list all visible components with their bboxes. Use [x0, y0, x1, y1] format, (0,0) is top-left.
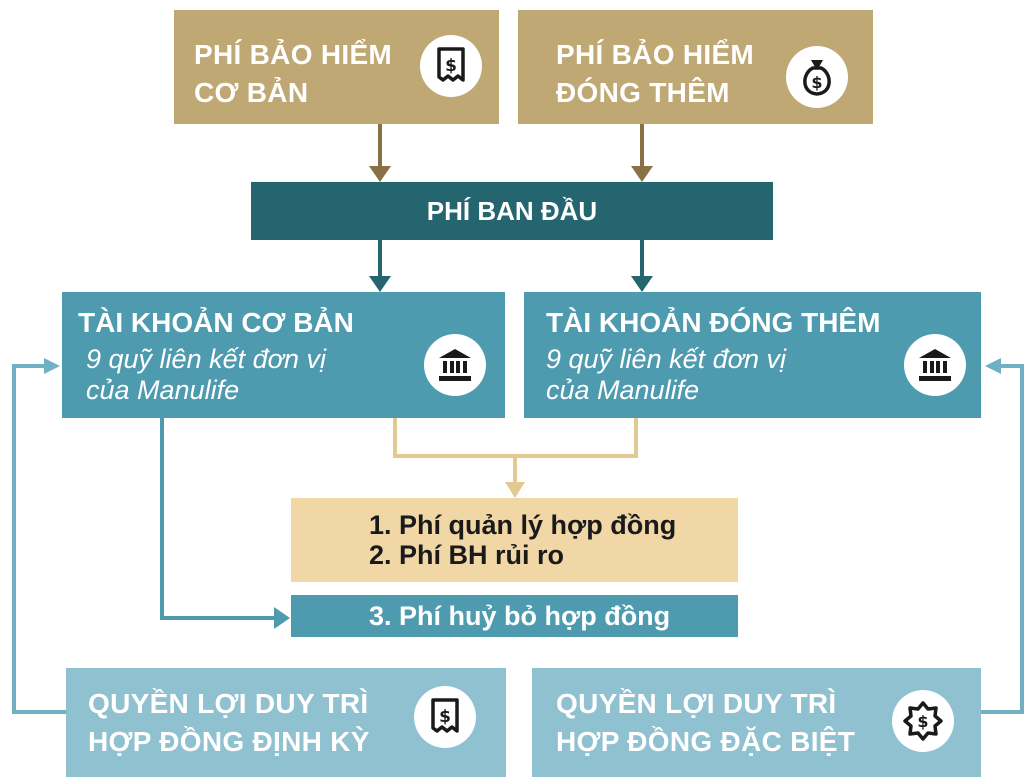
benefit-periodic-box: QUYỀN LỢI DUY TRÌ HỢP ĐỒNG ĐỊNH KỲ $ — [66, 668, 506, 777]
dollar-badge-icon: $ — [892, 690, 954, 752]
arrow-initial-to-account-basic — [369, 240, 391, 292]
account-extra-sub-line1: 9 quỹ liên kết đơn vị — [546, 344, 786, 374]
premium-extra-box: PHÍ BẢO HIỂM ĐÓNG THÊM $ — [518, 10, 873, 124]
money-bag-icon: $ — [786, 46, 848, 108]
benefit-periodic-line1: QUYỀN LỢI DUY TRÌ — [88, 688, 369, 719]
initial-fee-box: PHÍ BAN ĐẦU — [251, 182, 773, 240]
arrow-premium-extra-to-initial — [631, 124, 653, 182]
account-basic-title: TÀI KHOẢN CƠ BẢN — [78, 307, 354, 338]
premium-basic-box: PHÍ BẢO HIỂM CƠ BẢN $ — [174, 10, 499, 124]
svg-text:$: $ — [445, 56, 457, 76]
arrow-accounts-to-fees — [393, 418, 638, 498]
dollar-receipt-icon: $ — [420, 35, 482, 97]
arrow-benefit-periodic-to-account-basic — [12, 358, 66, 714]
svg-text:$: $ — [439, 707, 451, 727]
fee-item-management: 1. Phí quản lý hợp đồng — [369, 510, 677, 540]
bank-icon — [424, 334, 486, 396]
benefit-special-line2: HỢP ĐỒNG ĐẶC BIỆT — [556, 726, 856, 757]
account-basic-sub-line2: của Manulife — [86, 375, 240, 405]
fees-box: 1. Phí quản lý hợp đồng 2. Phí BH rủi ro — [291, 498, 738, 582]
arrow-initial-to-account-extra — [631, 240, 653, 292]
account-basic-box: TÀI KHOẢN CƠ BẢN 9 quỹ liên kết đơn vị c… — [62, 292, 505, 418]
account-extra-sub-line2: của Manulife — [546, 375, 700, 405]
fee-item-risk: 2. Phí BH rủi ro — [369, 540, 565, 570]
premium-extra-line2: ĐÓNG THÊM — [556, 77, 730, 108]
dollar-receipt-icon: $ — [414, 686, 476, 748]
account-extra-box: TÀI KHOẢN ĐÓNG THÊM 9 quỹ liên kết đơn v… — [524, 292, 981, 418]
cancel-fee-box: 3. Phí huỷ bỏ hợp đồng — [291, 595, 738, 637]
fee-item-cancel: 3. Phí huỷ bỏ hợp đồng — [369, 601, 671, 631]
svg-text:$: $ — [917, 712, 928, 731]
premium-extra-line1: PHÍ BẢO HIỂM — [556, 39, 755, 70]
arrow-premium-basic-to-initial — [369, 124, 391, 182]
benefit-special-box: QUYỀN LỢI DUY TRÌ HỢP ĐỒNG ĐẶC BIỆT $ — [532, 668, 981, 777]
bank-icon — [904, 334, 966, 396]
arrow-benefit-special-to-account-extra — [980, 358, 1024, 714]
svg-text:$: $ — [811, 73, 822, 92]
arrow-account-basic-to-cancel-fee — [160, 418, 290, 629]
benefit-periodic-line2: HỢP ĐỒNG ĐỊNH KỲ — [88, 726, 370, 757]
initial-fee-label: PHÍ BAN ĐẦU — [426, 195, 598, 226]
account-basic-sub-line1: 9 quỹ liên kết đơn vị — [86, 344, 326, 374]
premium-basic-line2: CƠ BẢN — [194, 77, 309, 108]
account-extra-title: TÀI KHOẢN ĐÓNG THÊM — [546, 307, 881, 338]
benefit-special-line1: QUYỀN LỢI DUY TRÌ — [556, 688, 837, 719]
premium-basic-line1: PHÍ BẢO HIỂM — [194, 39, 393, 70]
